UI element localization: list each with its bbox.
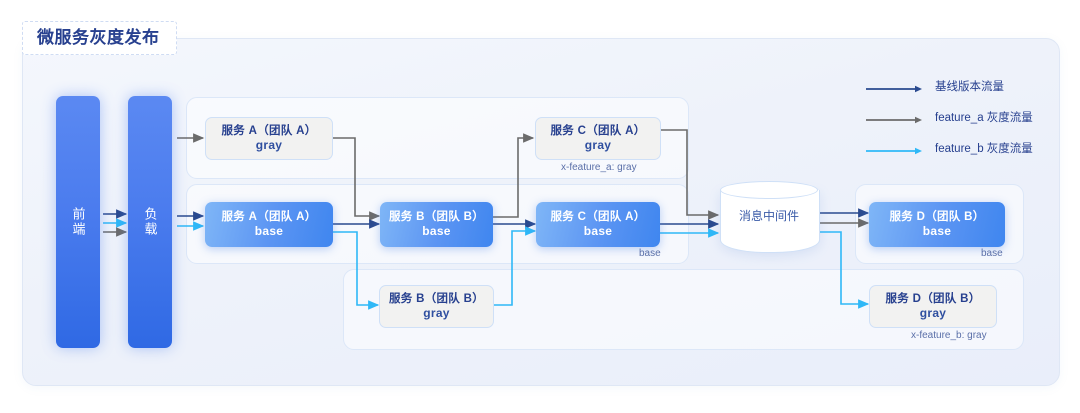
legend-item-feature-b[interactable]: feature_b 灰度流量	[866, 140, 1033, 156]
node-svc-b-gray-title: 服务 B（团队 B）	[389, 293, 484, 306]
entry-bar-load-balancer-label: 负载	[142, 207, 158, 237]
node-svc-c-base-title: 服务 C（团队 A）	[550, 211, 646, 224]
node-svc-d-base[interactable]: 服务 D（团队 B） base	[869, 202, 1005, 247]
node-svc-a-base-version: base	[254, 224, 284, 239]
node-svc-c-gray[interactable]: 服务 C（团队 A） gray	[535, 117, 661, 160]
entry-bar-load-balancer[interactable]: 负载	[128, 96, 172, 348]
node-svc-b-base-version: base	[422, 224, 451, 239]
sublabel-svc-c-base: base	[639, 248, 661, 259]
legend-line-feature-b-icon	[866, 143, 922, 155]
node-svc-a-gray-title: 服务 A（团队 A）	[221, 125, 317, 138]
entry-bar-frontend-label: 前端	[70, 207, 86, 237]
legend-line-feature-a-icon	[866, 112, 922, 124]
legend-line-base-icon	[866, 81, 922, 93]
legend: 基线版本流量 feature_a 灰度流量 feature_b 灰度流量	[866, 78, 1066, 158]
legend-label-base: 基线版本流量	[935, 81, 1004, 93]
node-svc-a-gray-version: gray	[255, 138, 283, 153]
node-svc-c-base[interactable]: 服务 C（团队 A） base	[536, 202, 660, 247]
node-svc-a-gray[interactable]: 服务 A（团队 A） gray	[205, 117, 333, 160]
message-queue-cap	[720, 181, 818, 199]
node-svc-b-gray-version: gray	[423, 306, 450, 321]
node-svc-c-gray-title: 服务 C（团队 A）	[550, 125, 646, 138]
entry-bar-frontend[interactable]: 前端	[56, 96, 100, 348]
legend-label-feature-b: feature_b 灰度流量	[935, 143, 1033, 155]
sublabel-x-feature-b: x-feature_b: gray	[911, 330, 987, 341]
sublabel-x-feature-a: x-feature_a: gray	[561, 162, 637, 173]
page-title: 微服务灰度发布	[22, 21, 177, 55]
node-svc-a-base[interactable]: 服务 A（团队 A） base	[205, 202, 333, 247]
node-svc-b-gray[interactable]: 服务 B（团队 B） gray	[379, 285, 494, 328]
node-svc-a-base-title: 服务 A（团队 A）	[221, 211, 317, 224]
node-svc-c-base-version: base	[583, 224, 613, 239]
legend-label-feature-a: feature_a 灰度流量	[935, 112, 1033, 124]
message-queue-label: 消息中间件	[738, 209, 799, 223]
node-svc-b-base[interactable]: 服务 B（团队 B） base	[380, 202, 493, 247]
node-svc-b-base-title: 服务 B（团队 B）	[389, 211, 484, 224]
node-svc-d-base-title: 服务 D（团队 B）	[889, 211, 985, 224]
message-queue[interactable]: 消息中间件	[720, 181, 820, 263]
node-svc-d-gray-version: gray	[919, 306, 947, 321]
legend-item-base[interactable]: 基线版本流量	[866, 78, 1004, 94]
node-svc-d-base-version: base	[922, 224, 952, 239]
legend-item-feature-a[interactable]: feature_a 灰度流量	[866, 109, 1033, 125]
node-svc-d-gray-title: 服务 D（团队 B）	[885, 293, 981, 306]
message-queue-body	[720, 190, 820, 253]
sublabel-svc-d-base: base	[981, 248, 1003, 259]
node-svc-d-gray[interactable]: 服务 D（团队 B） gray	[869, 285, 997, 328]
node-svc-c-gray-version: gray	[584, 138, 612, 153]
